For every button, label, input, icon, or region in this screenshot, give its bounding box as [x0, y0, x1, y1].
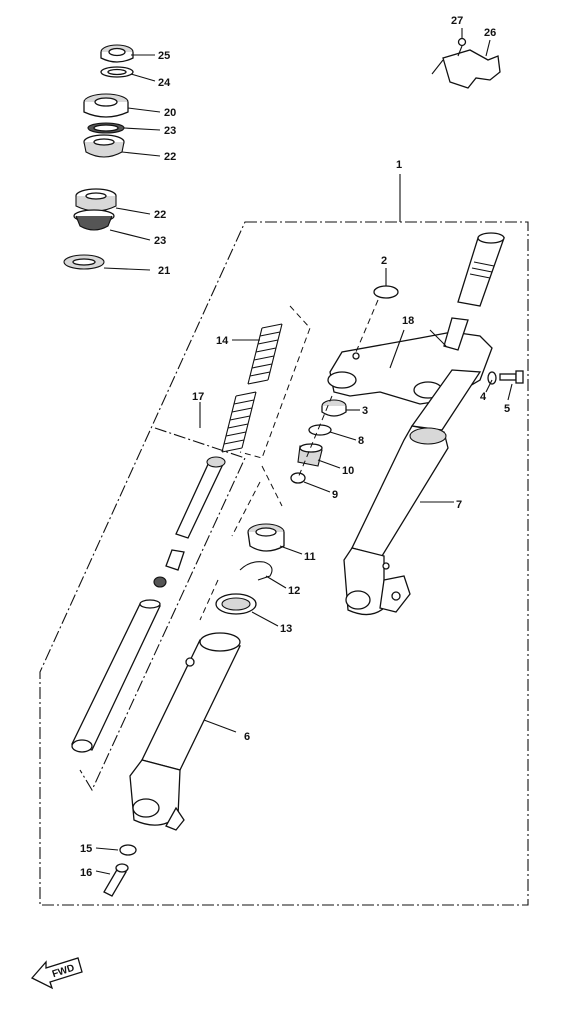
ring-nut-25 — [100, 44, 134, 63]
washer-24 — [100, 66, 134, 78]
callout-22-lower: 22 — [154, 209, 166, 221]
washer-9 — [290, 472, 306, 484]
fork-spring-14 — [221, 323, 283, 453]
callout-18: 18 — [402, 315, 414, 327]
alignment-line-right — [261, 299, 379, 507]
o-ring-8 — [308, 424, 332, 436]
callout-10: 10 — [342, 465, 354, 477]
callout-13: 13 — [280, 623, 292, 635]
callout-24: 24 — [158, 77, 171, 89]
callout-7: 7 — [456, 499, 462, 511]
fork-tube-upper — [457, 232, 505, 307]
oil-seal-11 — [247, 523, 285, 552]
ring-nut-20 — [83, 93, 129, 118]
callout-21: 21 — [158, 265, 170, 277]
drain-bolt-16 — [103, 863, 129, 897]
spring-enclosure — [239, 305, 311, 459]
callout-16: 16 — [80, 867, 92, 879]
bearing-cup-22-lower — [75, 188, 117, 212]
callout-17: 17 — [192, 391, 204, 403]
bolt-5 — [499, 370, 524, 384]
dust-seal-13 — [215, 593, 257, 615]
callout-4: 4 — [480, 391, 487, 403]
leader-lines — [95, 28, 513, 875]
callout-23-upper: 23 — [164, 125, 176, 137]
bearing-cup-22-upper — [83, 134, 125, 158]
callout-27: 27 — [451, 15, 463, 27]
cap-bolt-3 — [321, 399, 347, 417]
dust-seal-21 — [63, 254, 105, 270]
callout-2: 2 — [381, 255, 387, 267]
callout-11: 11 — [304, 551, 316, 563]
callout-9: 9 — [332, 489, 338, 501]
circlip-12 — [239, 561, 273, 581]
assembly-frame — [39, 221, 529, 906]
ball-race-23-upper — [87, 122, 125, 134]
callout-20: 20 — [164, 107, 176, 119]
circlip-2 — [373, 285, 399, 299]
spacer-10 — [297, 443, 323, 467]
outer-tube-right-7 — [343, 369, 482, 616]
subassembly-frame — [79, 427, 246, 792]
bolt-27 — [457, 37, 467, 57]
inner-tube-left — [71, 599, 161, 753]
bracket-26 — [431, 49, 501, 89]
washer-4 — [487, 371, 497, 385]
forward-arrow-icon: FWD — [30, 957, 83, 990]
callout-26: 26 — [484, 27, 496, 39]
callout-6: 6 — [244, 731, 250, 743]
callout-1: 1 — [396, 159, 402, 171]
callout-25: 25 — [158, 50, 170, 62]
callout-23-lower: 23 — [154, 235, 166, 247]
callout-8: 8 — [358, 435, 364, 447]
callout-5: 5 — [504, 403, 510, 415]
washer-15 — [119, 844, 137, 856]
outer-tube-left-6 — [129, 632, 241, 831]
callout-14: 14 — [216, 335, 229, 347]
callout-3: 3 — [362, 405, 368, 417]
callout-12: 12 — [288, 585, 300, 597]
callout-22-upper: 22 — [164, 151, 176, 163]
damper-rod-17 — [153, 456, 226, 588]
alignment-line-left — [199, 481, 261, 621]
ball-race-23-lower — [73, 209, 115, 231]
callout-15: 15 — [80, 843, 92, 855]
